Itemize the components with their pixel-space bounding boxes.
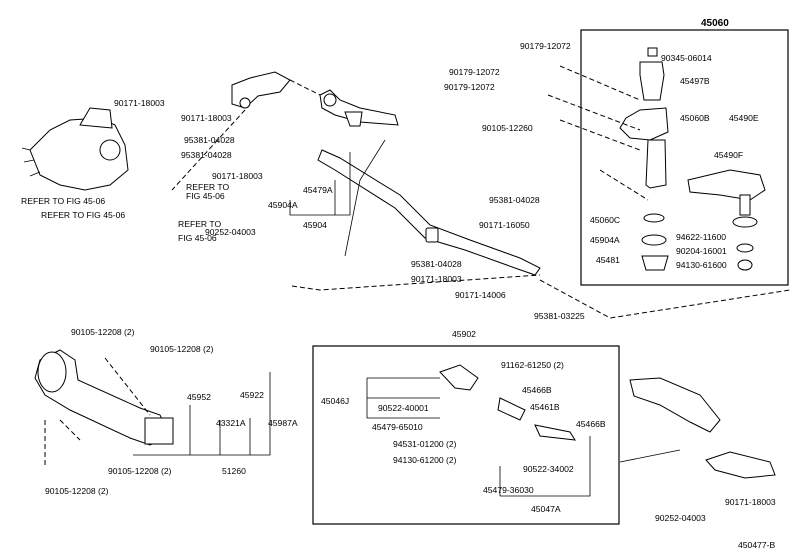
label-45479a: 45479A [303,185,333,195]
label-90345-06014: 90345-06014 [661,53,712,63]
label-95381-04028-c: 95381-04028 [489,195,540,205]
label-45952: 45952 [187,392,211,402]
label-45922: 45922 [240,390,264,400]
label-45060: 45060 [701,18,729,29]
idler-arm-right [687,169,766,271]
part-labels: 45060 90179-12072 90345-06014 90179-1207… [21,18,776,550]
label-90171-16050: 90171-16050 [479,220,530,230]
label-51260: 51260 [222,466,246,476]
box-45902 [312,345,620,525]
diagram-id: 450477-B [738,540,776,550]
label-90252-04003-a: 90252-04003 [205,227,256,237]
label-45060b: 45060B [680,113,710,123]
idler-arm-upper [319,89,399,127]
label-94130-61600: 94130-61600 [676,260,727,270]
label-refer-3a: REFER TO [186,182,229,192]
label-45046j: 45046J [321,396,349,406]
label-45904: 45904 [303,220,327,230]
label-90179-12072-c: 90179-12072 [444,82,495,92]
label-90179-12072-b: 90179-12072 [449,67,500,77]
label-45461b: 45461B [530,402,560,412]
label-95381-04028-d: 95381-04028 [411,259,462,269]
label-90105-12208-c: 90105-12208 (2) [108,466,172,476]
label-refer-3b: FIG 45-06 [186,191,225,201]
label-45047a: 45047A [531,504,561,514]
label-refer-1: REFER TO FIG 45-06 [21,196,105,206]
knuckle-arm [629,377,776,479]
label-90105-12208-b: 90105-12208 (2) [150,344,214,354]
label-45904a-r: 45904A [590,235,620,245]
steering-gear-box [21,107,129,191]
label-90204-16001: 90204-16001 [676,246,727,256]
label-90522-34002: 90522-34002 [523,464,574,474]
label-refer-4a: REFER TO [178,219,221,229]
label-43321a: 43321A [216,418,246,428]
label-90179-12072-a: 90179-12072 [520,41,571,51]
label-45497b: 45497B [680,76,710,86]
box-45060 [580,29,789,286]
label-90171-18003-a: 90171-18003 [114,98,165,108]
label-45904a-l: 45904A [268,200,298,210]
label-45479-65010: 45479-65010 [372,422,423,432]
label-94531-01200: 94531-01200 (2) [393,439,457,449]
label-45481: 45481 [596,255,620,265]
label-45466b-b: 45466B [576,419,606,429]
label-90171-18003-b: 90171-18003 [181,113,232,123]
label-95381-04028-b: 95381-04028 [181,150,232,160]
label-90171-18003-d: 90171-18003 [411,274,462,284]
label-refer-4b: FIG 45-06 [178,233,217,243]
label-90522-40001: 90522-40001 [378,403,429,413]
label-91162-61250: 91162-61250 (2) [501,360,564,370]
label-45490f: 45490F [714,150,743,160]
steering-damper [34,349,174,446]
label-90105-12208-d: 90105-12208 (2) [45,486,109,496]
label-90105-12208-a: 90105-12208 (2) [71,327,135,337]
label-45902: 45902 [452,329,476,339]
label-94622-11600: 94622-11600 [676,232,726,242]
label-45479-36030: 45479-36030 [483,485,534,495]
idler-bracket [619,47,669,271]
label-90105-12260: 90105-12260 [482,123,533,133]
label-45466b-a: 45466B [522,385,552,395]
label-90252-04003-b: 90252-04003 [655,513,706,523]
label-90171-18003-e: 90171-18003 [725,497,776,507]
tie-rod-assembly [439,364,576,441]
label-95381-03225: 95381-03225 [534,311,585,321]
label-90171-18003-c: 90171-18003 [212,171,263,181]
label-95381-04028-a: 95381-04028 [184,135,235,145]
pitman-arm [231,71,291,109]
label-90171-14006: 90171-14006 [455,290,506,300]
label-94130-61200: 94130-61200 (2) [393,455,457,465]
label-45987a: 45987A [268,418,298,428]
label-45490e: 45490E [729,113,759,123]
label-45060c: 45060C [590,215,620,225]
relay-rod [317,149,541,276]
label-refer-2: REFER TO FIG 45-06 [41,210,125,220]
